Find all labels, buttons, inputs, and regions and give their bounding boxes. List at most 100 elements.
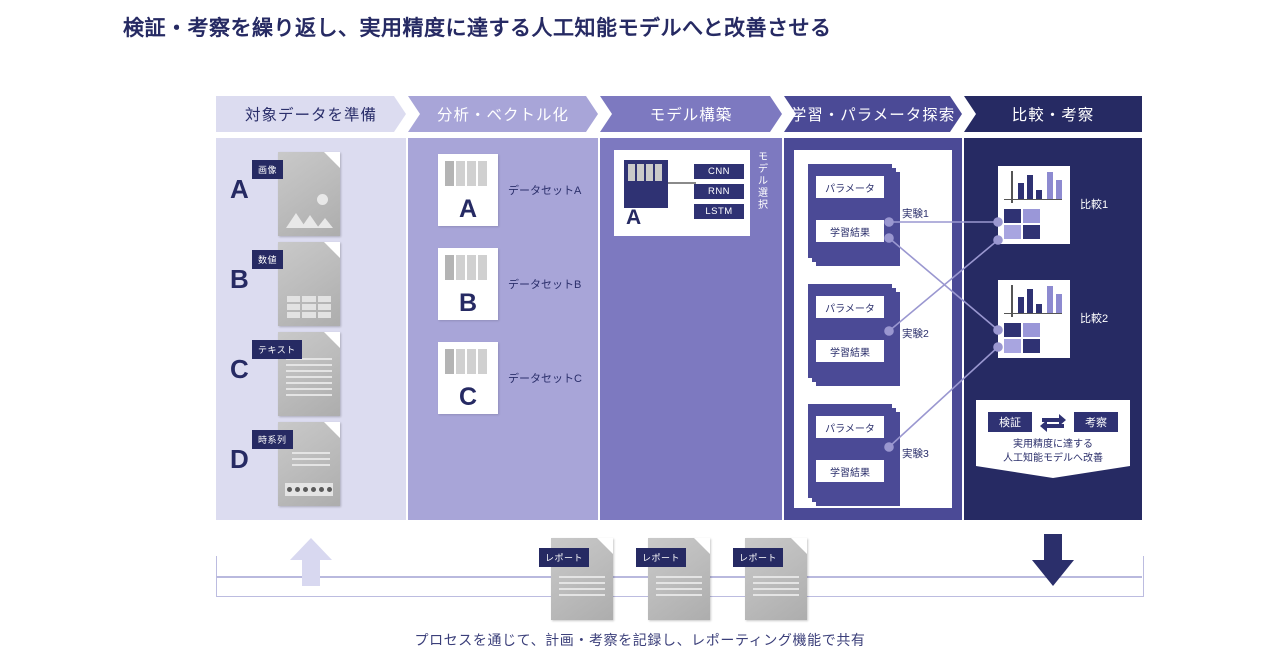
source-letter-b: B — [230, 264, 249, 294]
sun-circle-icon — [317, 194, 328, 205]
experiment-1-label: 実験1 — [902, 208, 929, 220]
page-fold-icon — [597, 538, 613, 554]
chart-bar — [1018, 183, 1024, 199]
report-tag-1: レポート — [539, 548, 590, 567]
experiment-2-parameter-chip: パラメータ — [816, 296, 884, 318]
source-letter-d: D — [230, 444, 249, 474]
chart-y-axis — [1011, 171, 1013, 203]
dataset-row-c[interactable]: C データセットC — [416, 342, 590, 414]
experiment-2-label: 実験2 — [902, 328, 929, 340]
model-option-cnn[interactable]: CNN — [694, 164, 744, 179]
source-row-b: B 数値 — [230, 242, 400, 326]
experiment-stack-1[interactable]: パラメータ 学習結果 — [808, 164, 900, 266]
chart-bar — [1056, 180, 1062, 199]
model-build-card: A CNN RNN LSTM — [614, 150, 750, 236]
comparison-bar-chart-2 — [1004, 285, 1064, 319]
dataset-label-b: データセットB — [508, 279, 582, 291]
dataset-label-c: データセットC — [508, 373, 582, 385]
stage-header-4-label: 学習・パラメータ探索 — [790, 107, 956, 124]
document-timeseries-icon — [278, 422, 340, 506]
dataset-letter-c: C — [458, 383, 478, 411]
chart-x-axis — [1004, 312, 1062, 314]
experiment-stack-3[interactable]: パラメータ 学習結果 — [808, 404, 900, 506]
stage-column-training: パラメータ 学習結果 実験1 パラメータ 学習結果 実験2 パラメータ 学習結果… — [784, 138, 962, 520]
experiment-stack-2[interactable]: パラメータ 学習結果 — [808, 284, 900, 386]
bar-thumb-icon — [445, 161, 487, 186]
source-tag-d: 時系列 — [252, 430, 293, 449]
chart-y-axis — [1011, 285, 1013, 317]
mountain-icon — [317, 218, 333, 228]
comparison-card-1[interactable] — [998, 166, 1070, 244]
experiment-3-result-chip: 学習結果 — [816, 460, 884, 482]
chart-x-axis — [1004, 198, 1062, 200]
stage-header-2-label: 分析・ベクトル化 — [436, 107, 569, 124]
experiment-2-result-chip: 学習結果 — [816, 340, 884, 362]
conclusion-text-line2: 人工知能モデルへ改善 — [1003, 453, 1103, 464]
loop-arrows-icon — [1038, 410, 1068, 434]
stage-header-4[interactable]: 学習・パラメータ探索 — [784, 96, 962, 132]
stage-header-5[interactable]: 比較・考察 — [964, 96, 1142, 132]
experiment-1-parameter-chip: パラメータ — [816, 176, 884, 198]
model-option-lstm[interactable]: LSTM — [694, 204, 744, 219]
dataset-row-b[interactable]: B データセットB — [416, 248, 590, 320]
experiment-3-label: 実験3 — [902, 448, 929, 460]
dataset-label-a: データセットA — [508, 185, 582, 197]
dataset-row-a[interactable]: A データセットA — [416, 154, 590, 226]
chart-bar — [1047, 286, 1053, 313]
chart-bar — [1027, 289, 1033, 313]
model-source-letter: A — [626, 206, 642, 229]
source-tag-a: 画像 — [252, 160, 284, 179]
page-fold-icon — [324, 332, 340, 348]
document-numeric-icon — [278, 242, 340, 326]
page-fold-icon — [324, 422, 340, 438]
dataset-letter-b: B — [458, 289, 478, 317]
document-image-icon — [278, 152, 340, 236]
stage-column-vectorize: A データセットA B データセットB C データセットC — [408, 138, 598, 520]
dataset-card-a: A — [438, 154, 498, 226]
page-fold-icon — [791, 538, 807, 554]
conclusion-text-line1: 実用精度に達する — [1013, 439, 1093, 450]
footer-caption: プロセスを通じて、計画・考察を記録し、レポーティング機能で共有 — [414, 632, 866, 648]
text-lines-icon — [753, 576, 799, 600]
dataset-thumb-icon — [624, 160, 668, 208]
chart-bar — [1056, 294, 1062, 313]
stage-column-comparison: 比較1 比較2 検証 — [964, 138, 1142, 520]
feedback-up-arrow-icon — [290, 538, 332, 586]
source-row-c: C テキスト — [230, 332, 400, 416]
bar-thumb-icon — [445, 255, 487, 280]
text-lines-icon — [656, 576, 702, 600]
comparison-label-2: 比較2 — [1080, 313, 1109, 325]
stage-column-model-build: A CNN RNN LSTM モデル選択 — [600, 138, 782, 520]
timeseries-icon — [285, 483, 333, 496]
page-fold-icon — [324, 152, 340, 168]
conclusion-verify-chip: 検証 — [988, 412, 1032, 432]
source-tag-b: 数値 — [252, 250, 284, 269]
chart-bar — [1027, 175, 1033, 199]
conclusion-consider-chip: 考察 — [1074, 412, 1118, 432]
text-lines-icon — [286, 358, 332, 400]
text-lines-icon — [292, 452, 330, 470]
experiment-1-result-chip: 学習結果 — [816, 220, 884, 242]
model-option-rnn[interactable]: RNN — [694, 184, 744, 199]
conclusion-card: 検証 考察 実用精度に達する 人工知能モデルへ改善 — [976, 400, 1130, 478]
page-fold-icon — [324, 242, 340, 258]
comparison-matrix-1 — [1004, 209, 1040, 239]
experiment-3-parameter-chip: パラメータ — [816, 416, 884, 438]
stage-header-3-label: モデル構築 — [649, 107, 733, 124]
report-tag-2: レポート — [636, 548, 687, 567]
mountain-icon — [301, 215, 319, 228]
source-row-a: A 画像 — [230, 152, 400, 236]
source-tag-c: テキスト — [252, 340, 302, 359]
chart-bar — [1047, 172, 1053, 199]
stage-header-1[interactable]: 対象データを準備 — [216, 96, 406, 132]
dataset-letter-a: A — [458, 195, 478, 223]
stage-header-3[interactable]: モデル構築 — [600, 96, 782, 132]
stage-header-2[interactable]: 分析・ベクトル化 — [408, 96, 598, 132]
comparison-card-2[interactable] — [998, 280, 1070, 358]
source-row-d: D 時系列 — [230, 422, 400, 506]
page-title: 検証・考察を繰り返し、実用精度に達する人工知能モデルへと改善させる — [123, 17, 832, 40]
chart-bar — [1036, 190, 1042, 199]
chart-bar — [1018, 297, 1024, 313]
source-letter-c: C — [230, 354, 249, 384]
